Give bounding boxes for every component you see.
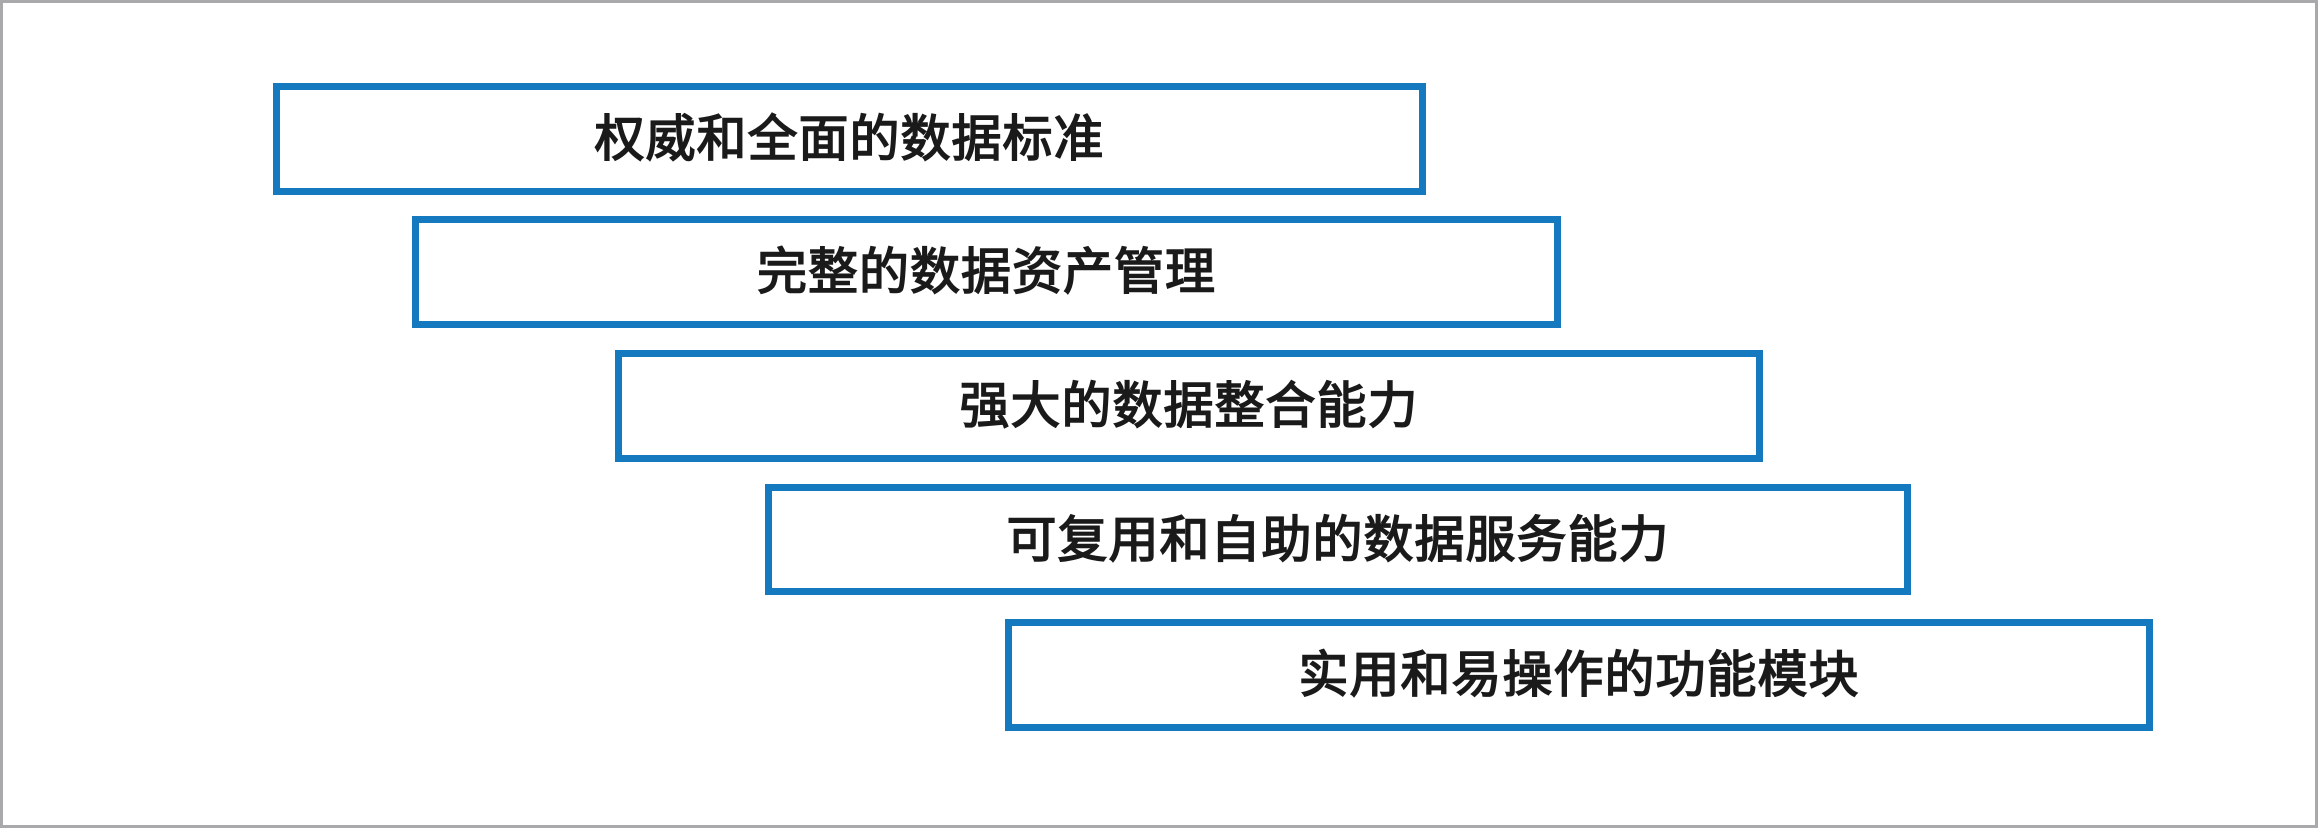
stage-box-label: 完整的数据资产管理 <box>757 244 1216 300</box>
stage-box-function-modules: 实用和易操作的功能模块 <box>1005 619 2153 731</box>
stage-box-data-integration: 强大的数据整合能力 <box>615 350 1763 462</box>
stage-box-data-asset-management: 完整的数据资产管理 <box>412 216 1561 328</box>
stage-box-label: 实用和易操作的功能模块 <box>1298 647 1860 703</box>
stage-box-label: 强大的数据整合能力 <box>959 378 1419 434</box>
stage-box-data-standards: 权威和全面的数据标准 <box>273 83 1426 195</box>
stage-box-label: 可复用和自助的数据服务能力 <box>1006 511 1670 568</box>
stage-box-data-service: 可复用和自助的数据服务能力 <box>765 484 1911 595</box>
stage-box-label: 权威和全面的数据标准 <box>594 111 1105 167</box>
